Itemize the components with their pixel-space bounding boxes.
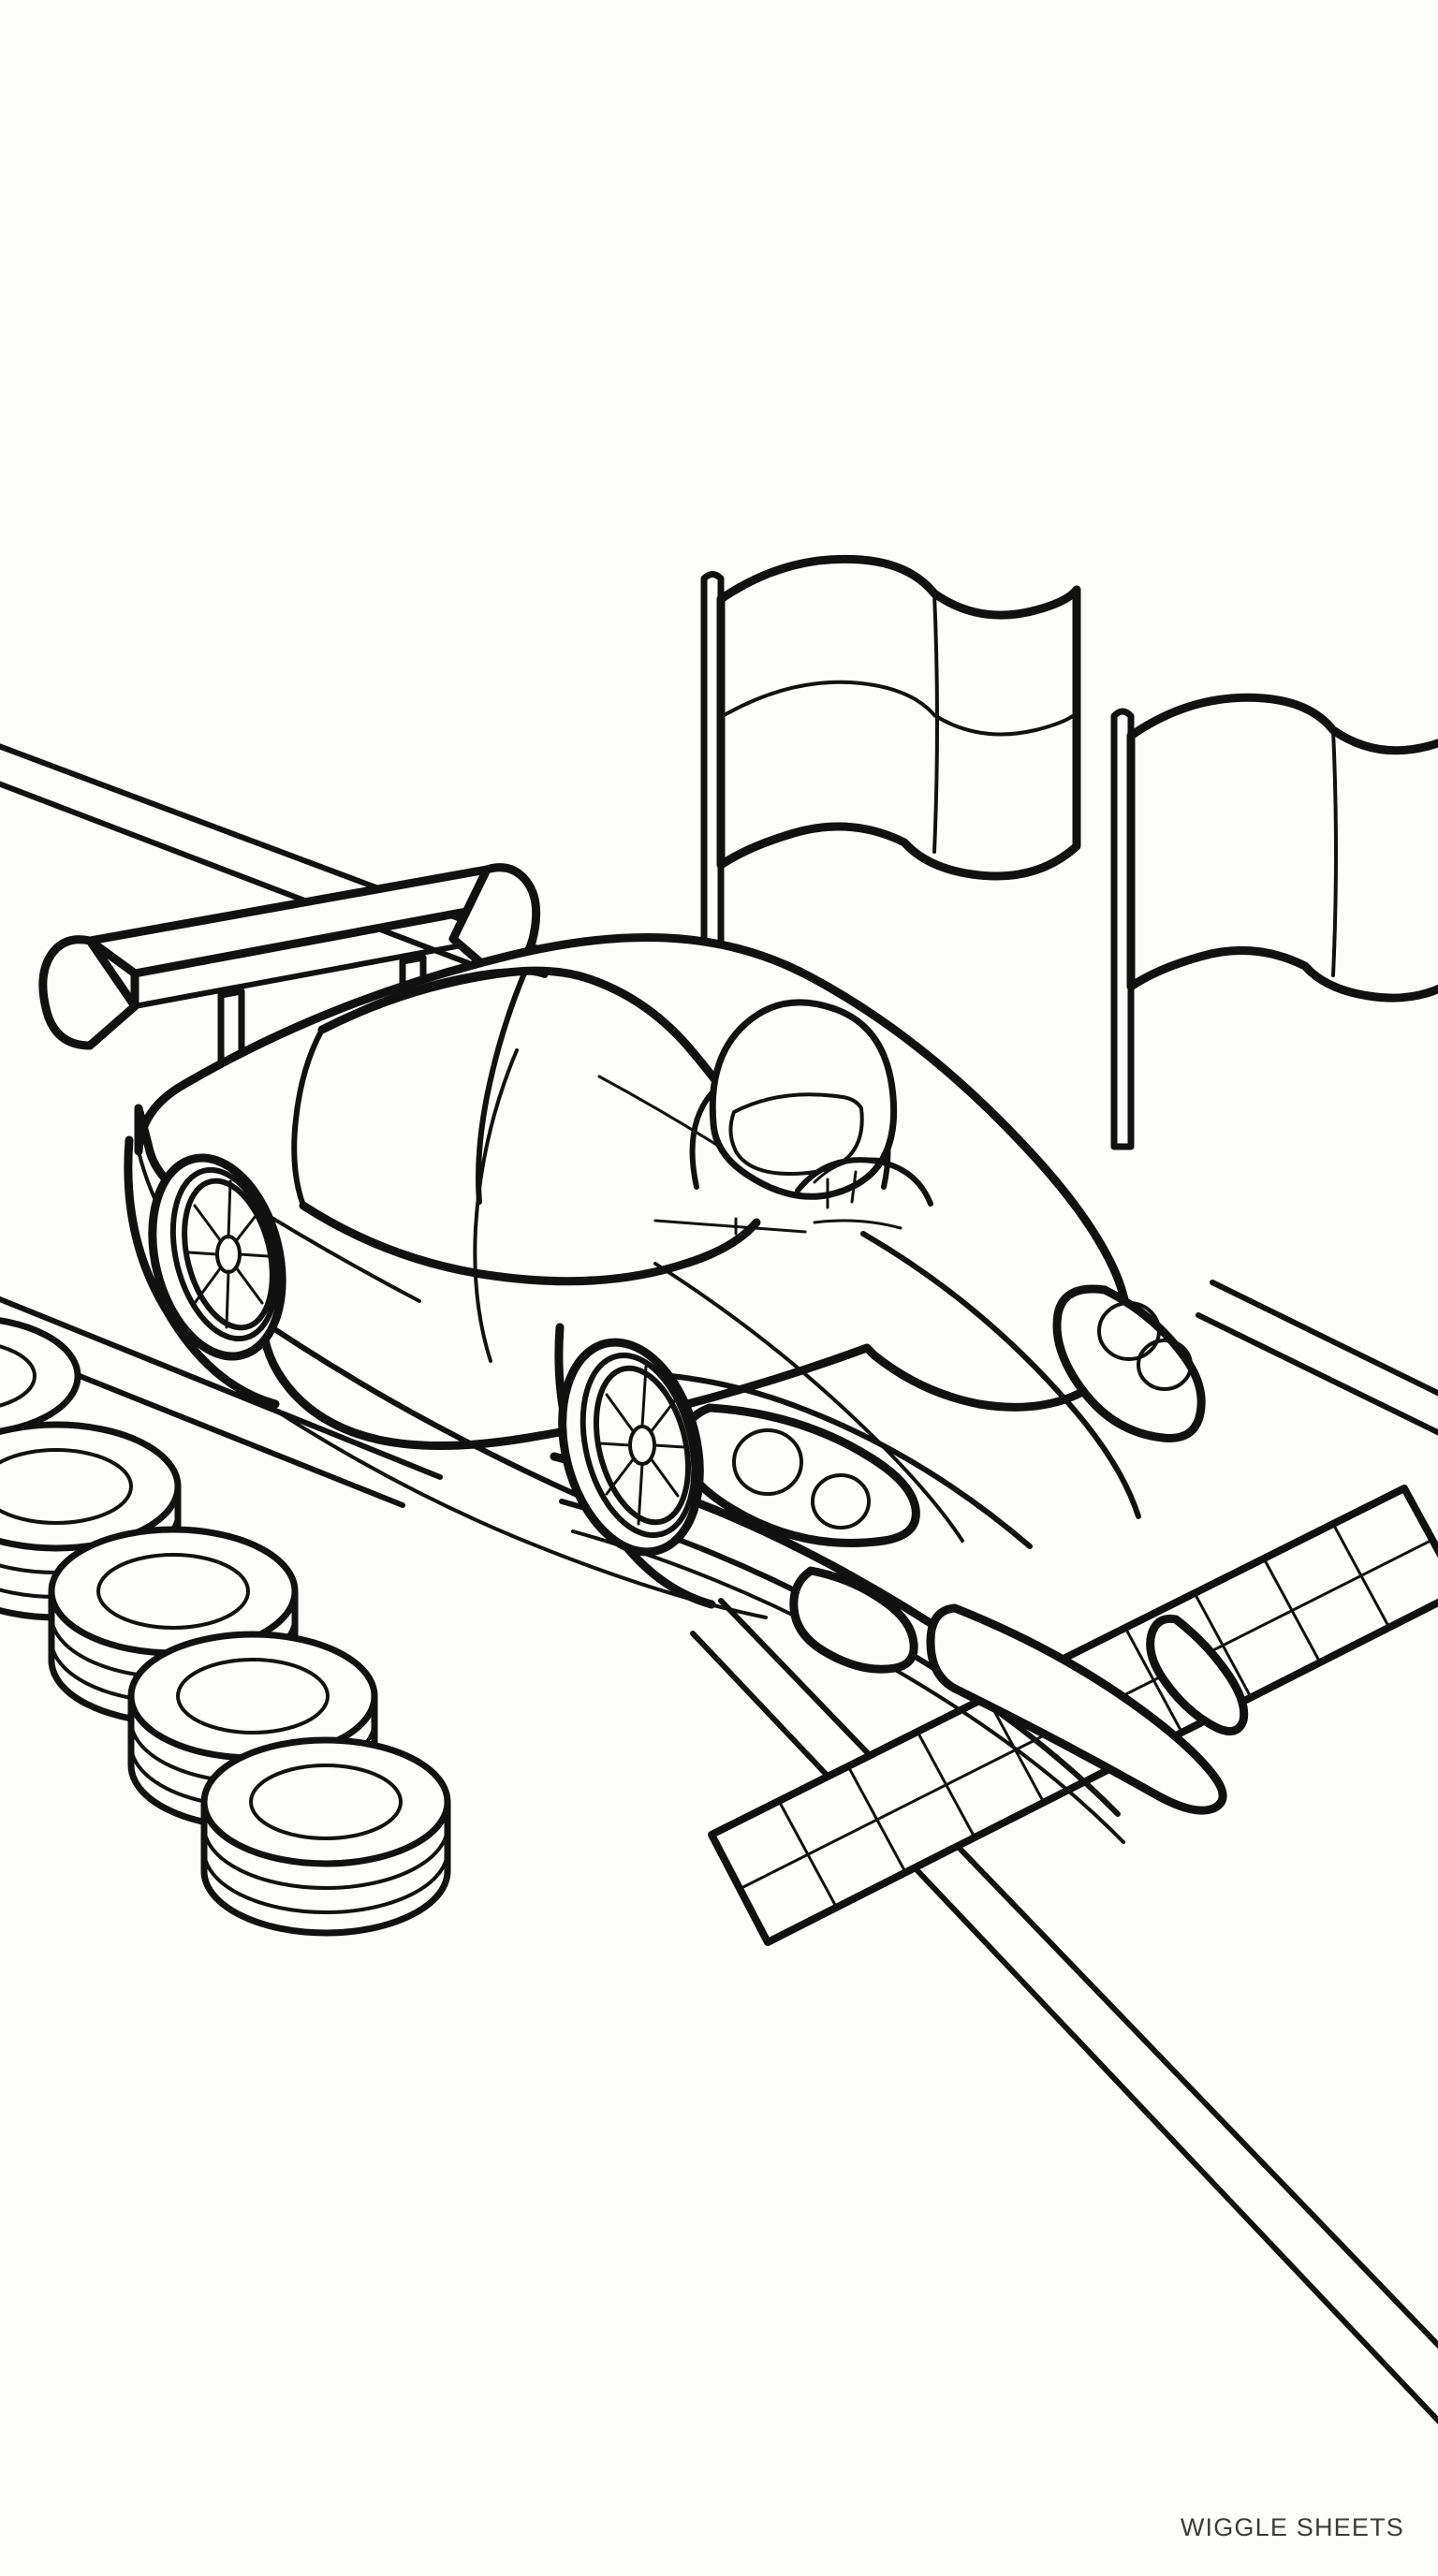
headlight-right bbox=[1052, 1284, 1206, 1442]
car-ground-line bbox=[198, 1357, 768, 1619]
watermark: WIGGLE SHEETS bbox=[1180, 2513, 1404, 2541]
rear-wing-spoiler bbox=[38, 863, 655, 1113]
tire-stack-barrier bbox=[0, 1317, 451, 1937]
tire-stack-5 bbox=[200, 1736, 451, 1937]
front-bumper bbox=[550, 1452, 1249, 1844]
race-car bbox=[38, 863, 1249, 1844]
track-edge-lines-bottom bbox=[690, 1598, 1438, 2425]
headlight-left bbox=[677, 1403, 920, 1547]
plain-flag bbox=[1110, 693, 1438, 1150]
front-wheel bbox=[554, 1323, 716, 1609]
driver bbox=[653, 999, 933, 1236]
rear-wheel bbox=[124, 1135, 286, 1409]
track-edge-lines-right bbox=[1196, 1280, 1438, 1436]
